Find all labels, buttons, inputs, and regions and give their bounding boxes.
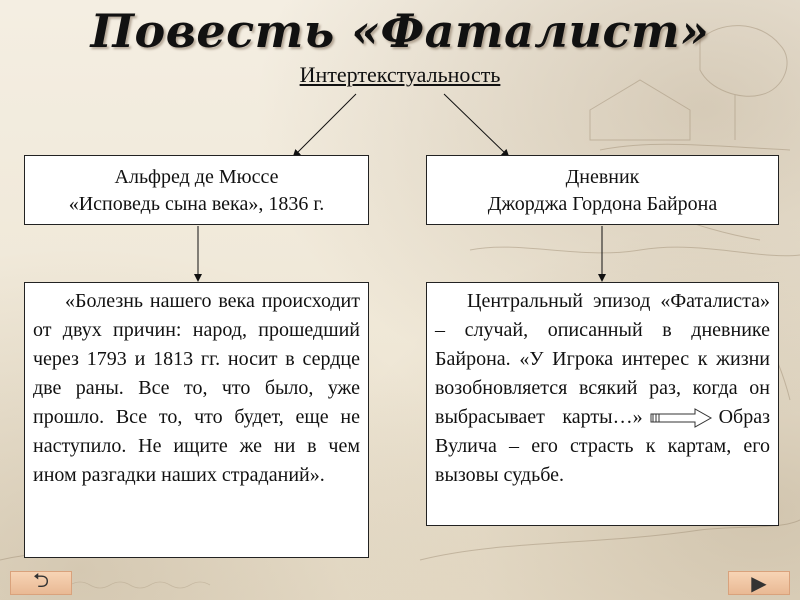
byron-text: Центральный эпизод «Фаталиста» – случай,… — [435, 287, 770, 490]
return-arrow-icon: ⮌ — [32, 570, 50, 592]
byron-episode-text: Центральный эпизод «Фаталиста» – случай,… — [435, 290, 770, 428]
byron-author: Джорджа Гордона Байрона — [487, 193, 718, 215]
play-triangle-icon: ▶ — [751, 572, 767, 595]
musset-header-box: Альфред де Мюссе «Исповедь сына века», 1… — [24, 155, 369, 225]
musset-quote-box: «Болезнь нашего века происходит от двух … — [24, 282, 369, 558]
arrow-right-icon — [650, 408, 712, 429]
musset-quote: «Болезнь нашего века происходит от двух … — [33, 290, 360, 486]
slide-title: Повесть «Фаталист» — [90, 4, 710, 58]
byron-header-box: Дневник Джорджа Гордона Байрона — [426, 155, 779, 225]
next-button[interactable]: ▶ — [728, 571, 790, 595]
back-button[interactable]: ⮌ — [10, 570, 72, 595]
slide-subtitle: Интертекстуальность — [299, 62, 501, 87]
byron-label: Дневник — [565, 166, 640, 188]
vulich-text: Образ Вулича – его страсть к картам, его… — [435, 406, 770, 486]
byron-text-box: Центральный эпизод «Фаталиста» – случай,… — [426, 282, 779, 526]
hut-sketch — [589, 79, 691, 141]
musset-work: «Исповедь сына века», 1836 г. — [68, 193, 325, 215]
musset-author: Альфред де Мюссе — [114, 166, 279, 188]
